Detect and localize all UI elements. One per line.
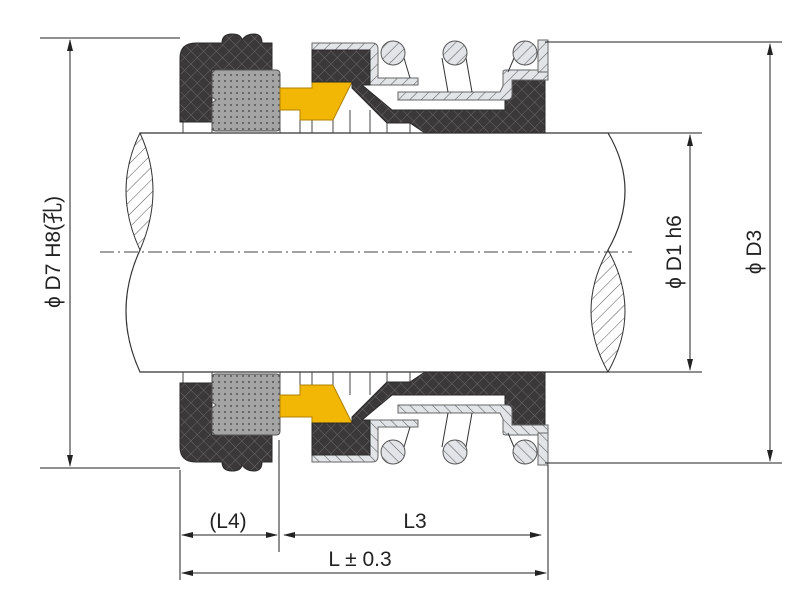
seal-lower-half bbox=[179, 371, 549, 472]
dim-d1-label: ϕ D1 h6 bbox=[663, 215, 686, 289]
dim-d7-label: ϕ D7 H8(孔) bbox=[42, 196, 65, 308]
dim-d3-label: ϕ D3 bbox=[743, 230, 766, 274]
dim-l4-label: (L4) bbox=[209, 510, 246, 533]
shaft bbox=[100, 131, 632, 374]
dim-l3-label: L3 bbox=[403, 510, 426, 533]
dimension-lines bbox=[40, 37, 782, 580]
seal-upper-half bbox=[179, 33, 549, 134]
dim-l-label: L ± 0.3 bbox=[328, 548, 391, 571]
